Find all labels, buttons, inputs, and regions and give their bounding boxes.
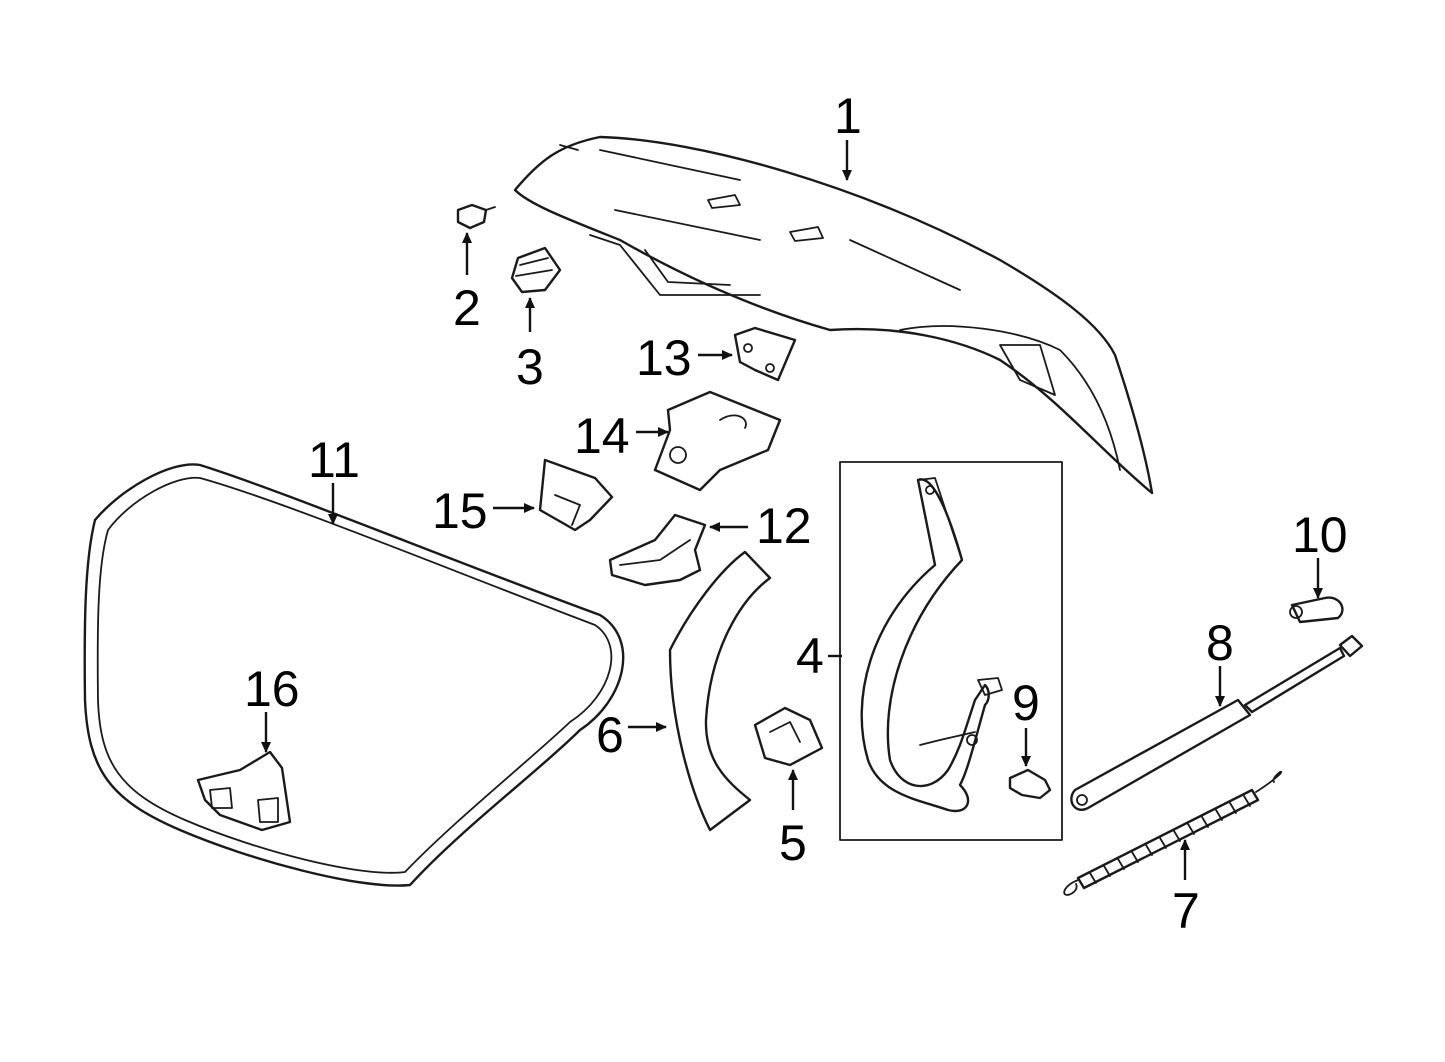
hinge-box [839,461,1063,841]
striker-16-part[interactable] [196,750,292,832]
callout-7: 7 [1172,883,1200,939]
ballstud-10-part[interactable] [1289,596,1344,624]
callout-10: 10 [1292,507,1348,563]
callout-2: 2 [453,280,481,336]
callout-3: 3 [516,339,544,395]
trunk-lid-part[interactable] [513,135,1154,495]
latch-14-part[interactable] [653,390,782,492]
bumper-part[interactable] [510,246,562,294]
cover-15-part[interactable] [538,458,614,532]
callout-15: 15 [432,483,488,539]
bolt-9-part[interactable] [1008,768,1052,800]
actuator-12-part[interactable] [608,513,707,587]
callout-5: 5 [779,815,807,871]
callout-labels: 1 2 3 4 5 6 7 8 9 10 11 12 13 14 15 16 [244,88,1348,939]
clip-5-part[interactable] [753,706,824,767]
callout-4: 4 [796,628,824,684]
callout-12: 12 [756,498,812,554]
callout-9: 9 [1012,675,1040,731]
callout-8: 8 [1206,615,1234,671]
callout-1: 1 [834,88,862,144]
bumper-stop-part[interactable] [456,203,496,230]
trim-panel-6-part[interactable] [668,550,772,832]
leader-lines [261,140,1323,880]
strut-8-part[interactable] [1070,634,1364,811]
weatherstrip-part[interactable] [83,463,625,887]
callout-16: 16 [244,661,300,717]
callout-14: 14 [574,408,630,464]
callout-6: 6 [596,707,624,763]
callout-13: 13 [636,330,692,386]
spring-7-part[interactable] [1063,770,1283,896]
bracket-13-part[interactable] [733,326,797,382]
callout-11: 11 [308,432,360,488]
hinge-4-part[interactable] [860,477,1003,813]
